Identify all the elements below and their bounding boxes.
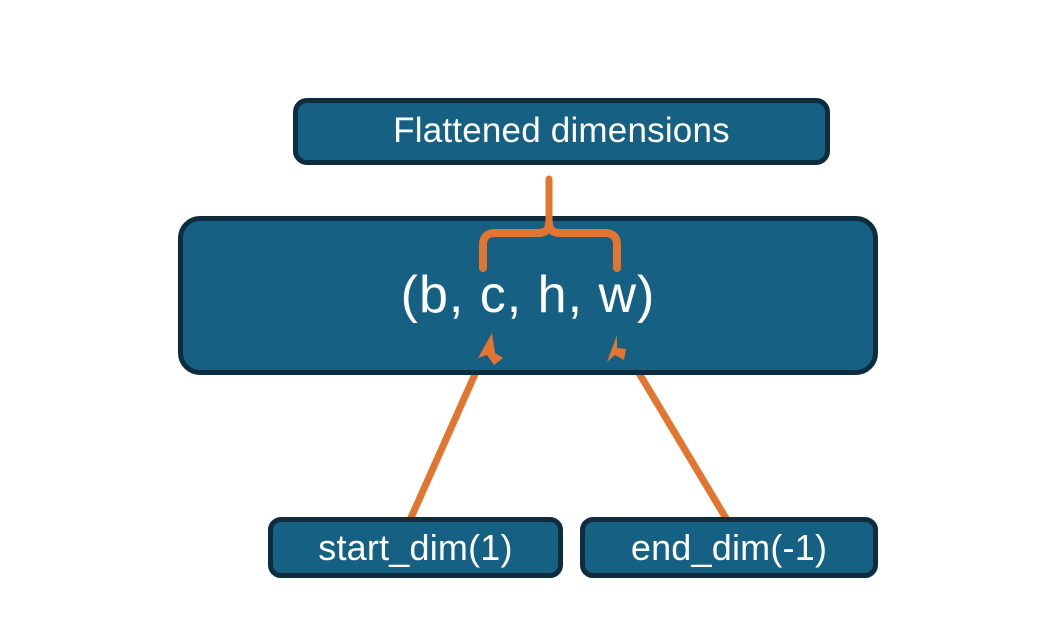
- start-dim-box: start_dim(1): [268, 517, 563, 578]
- flattened-dimensions-label: Flattened dimensions: [393, 111, 730, 151]
- end-dim-box: end_dim(-1): [580, 517, 878, 578]
- flattened-dimensions-box: Flattened dimensions: [293, 98, 830, 165]
- tensor-shape-label: (b, c, h, w): [400, 265, 656, 324]
- end-dim-label: end_dim(-1): [630, 526, 828, 568]
- start-dim-label: start_dim(1): [318, 526, 513, 568]
- tensor-shape-box: (b, c, h, w): [178, 216, 878, 375]
